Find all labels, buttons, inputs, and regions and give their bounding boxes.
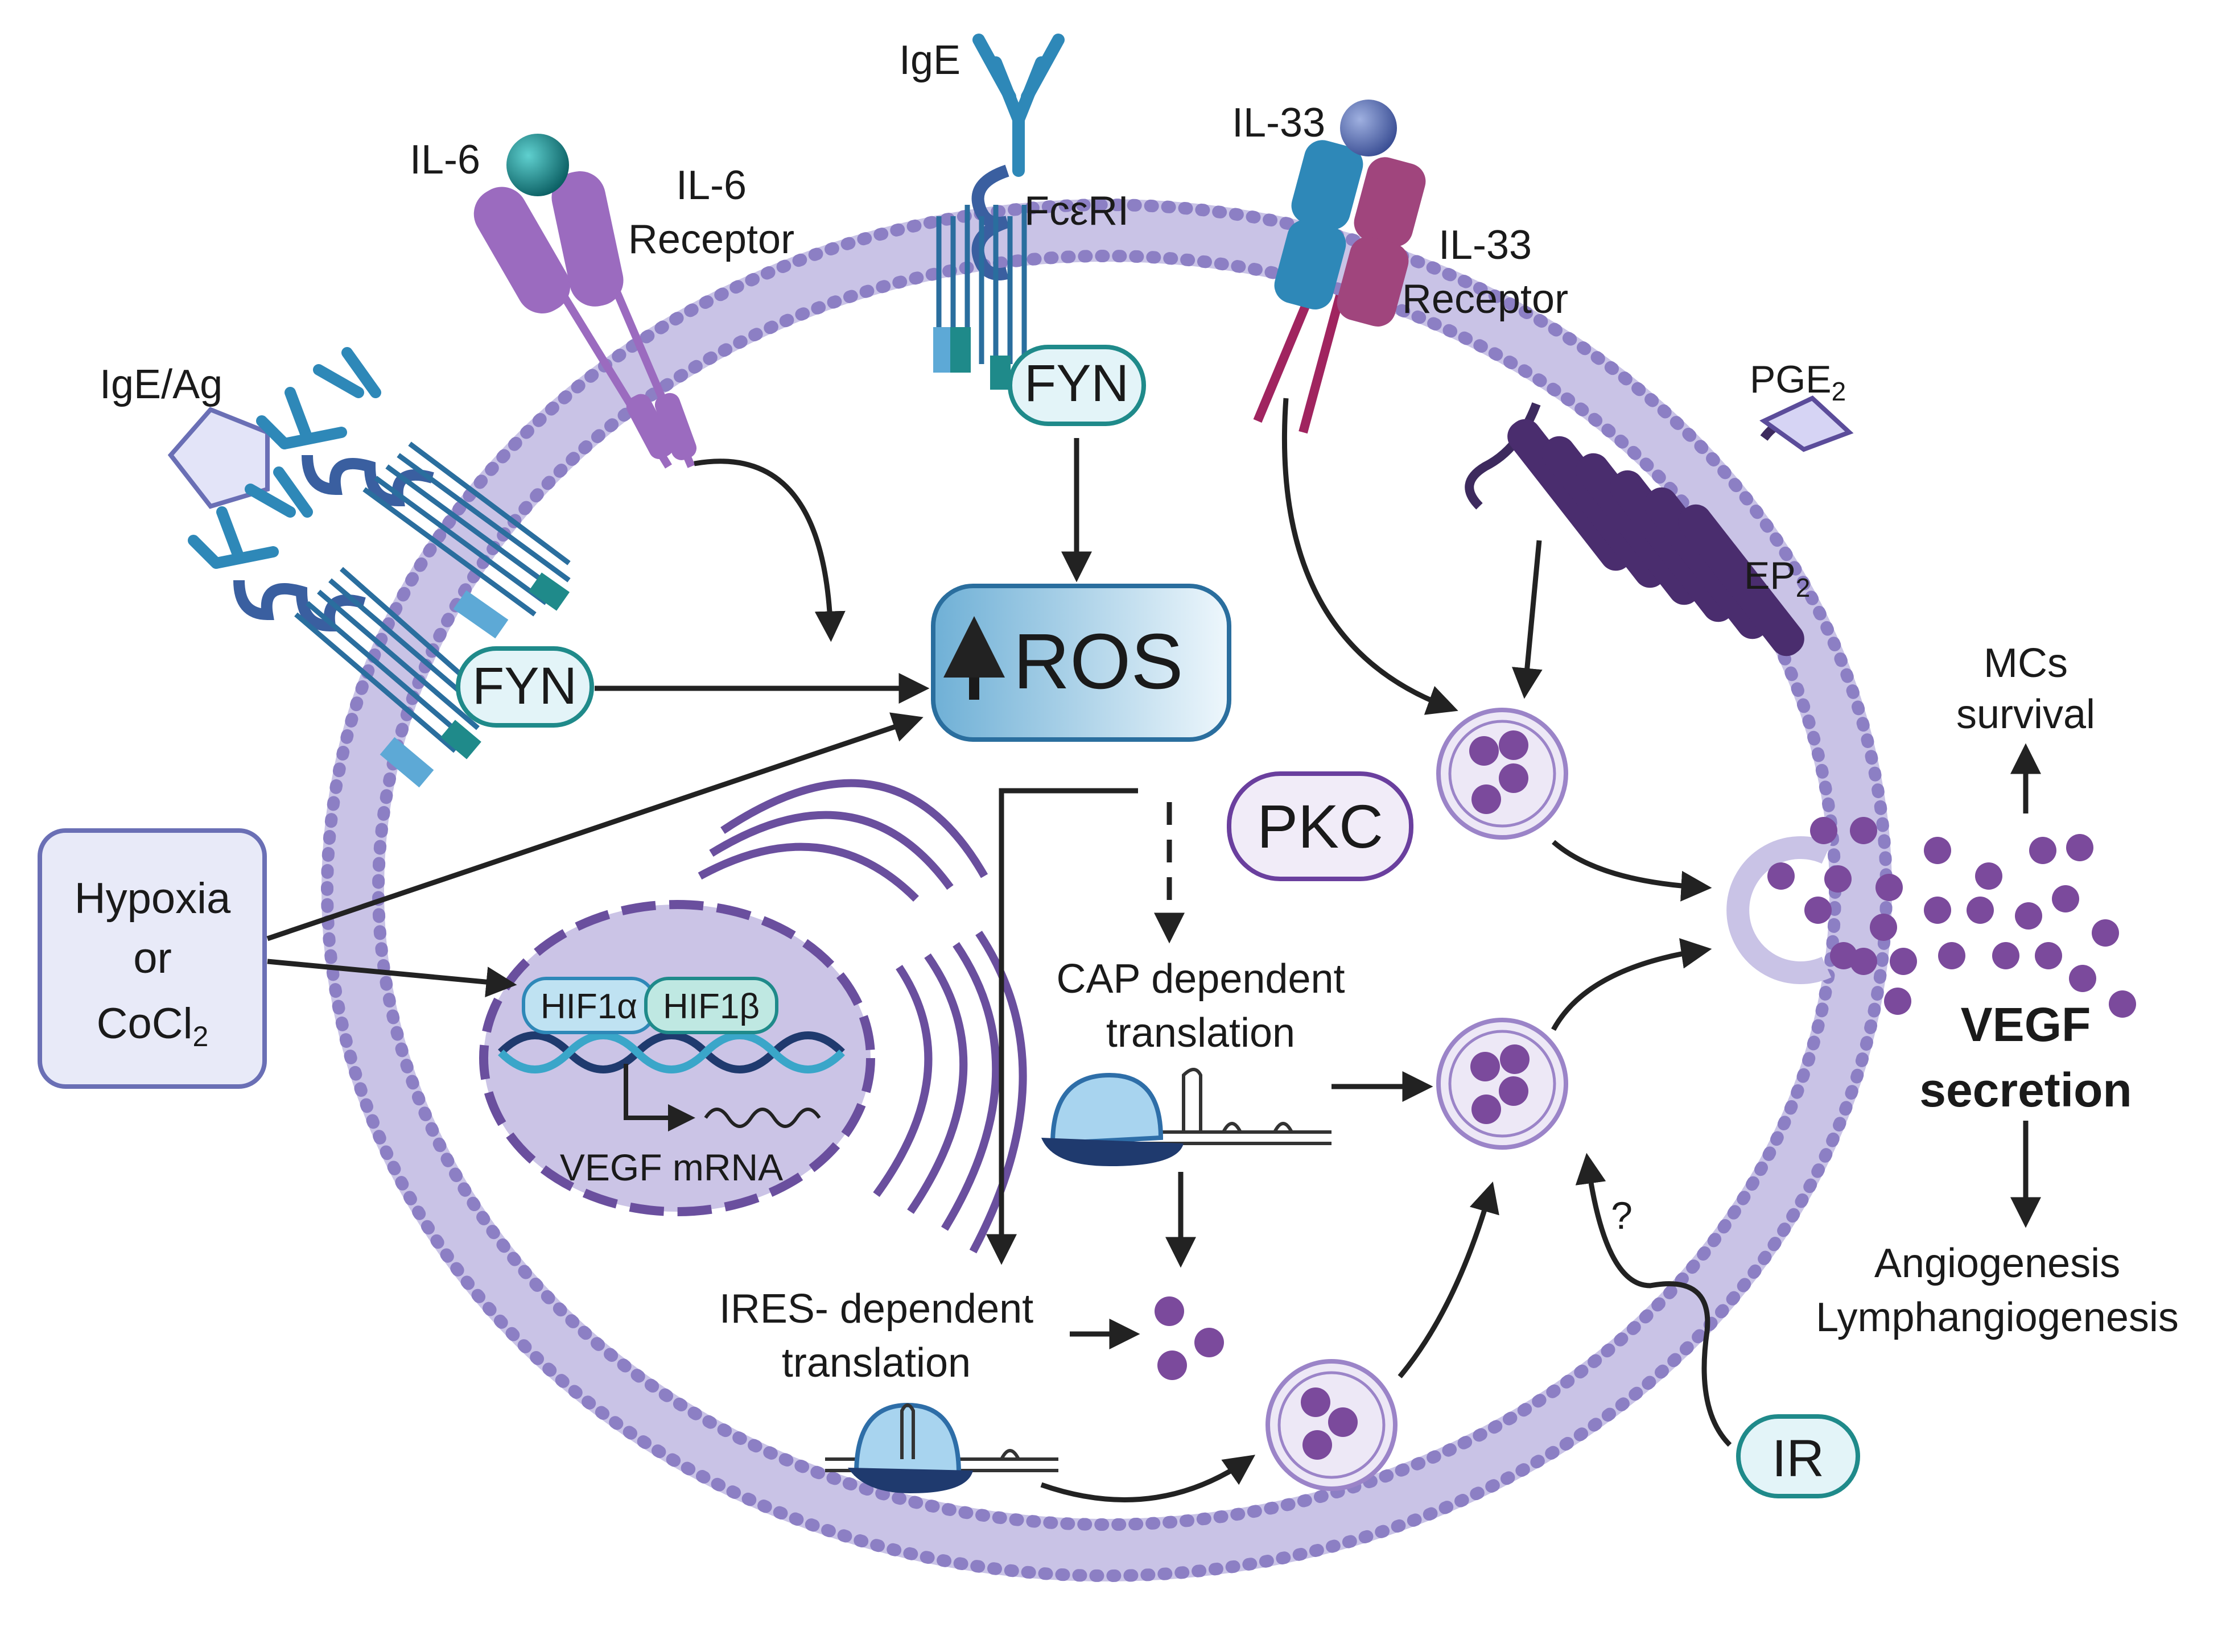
vegf-secretion-label-1: VEGF (1961, 998, 2091, 1051)
arrow-vesicle-top-to-secretion (1552, 840, 1712, 902)
pkc-node (1227, 771, 1413, 881)
fyn-top-node (1008, 345, 1146, 426)
vesicle-top (1436, 708, 1568, 840)
transcription-arrow-icon (624, 1064, 695, 1131)
il6-receptor-label-1: IL-6 (676, 163, 747, 208)
arrow-il6-to-ros (694, 459, 846, 642)
pge2-ligand (1759, 395, 1854, 452)
arrow-vesicle-bottom-up (1398, 1182, 1499, 1378)
arrow-hypoxia-to-ros (266, 712, 924, 941)
hif1b-node (644, 977, 778, 1034)
vesicle-middle (1436, 1018, 1568, 1150)
ir-label: IR (1772, 1430, 1824, 1488)
ige-top-label: IgE (899, 38, 961, 83)
pkc-label: PKC (1257, 792, 1383, 861)
free-vegf-granules (1155, 1296, 1224, 1380)
vesicle-bottom (1265, 1359, 1398, 1491)
ires-label-1: IRES- dependent (719, 1286, 1033, 1332)
endoplasmic-reticulum-icon (698, 779, 1027, 1254)
arrow-hypoxia-to-nucleus (267, 959, 517, 998)
arrow-vesicle-middle-to-secretion (1551, 938, 1712, 1031)
lymphangiogenesis-label: Lymphangiogenesis (1816, 1295, 2179, 1340)
question-label: ? (1611, 1194, 1633, 1237)
exocytosis-pore (1726, 836, 1832, 984)
ep2-label: EP2 (1744, 554, 1810, 602)
antigen-shape (167, 407, 270, 509)
arrow-ros-to-ires (986, 788, 1138, 1265)
ros-node (931, 584, 1231, 742)
hif1b-label: HIF1β (663, 987, 760, 1026)
ige-fceri-left-lower (188, 466, 491, 788)
il33-receptor-label-1: IL-33 (1438, 222, 1532, 268)
il6-label: IL-6 (410, 137, 480, 183)
ir-node (1736, 1414, 1860, 1498)
cap-label-1: CAP dependent (1056, 956, 1345, 1002)
dna-helix-icon (498, 1031, 845, 1073)
fyn-top-label: FYN (1024, 354, 1129, 412)
arrow-ep2-to-vesicle (1511, 540, 1543, 699)
ige-fceri-left-upper (256, 347, 571, 639)
pge2-label: PGE2 (1750, 358, 1846, 406)
ros-label: ROS (1013, 618, 1183, 705)
hypoxia-box (38, 828, 267, 1089)
angiogenesis-label: Angiogenesis (1874, 1241, 2120, 1286)
ige-fceri-top (933, 34, 1065, 390)
arrows (266, 398, 2041, 1502)
il6-ligand (506, 134, 569, 196)
vegf-secretion-label-2: secretion (1919, 1063, 2132, 1117)
arrow-ires-to-vesicle (1040, 1455, 1256, 1502)
ige-ag-label: IgE/Ag (100, 362, 222, 407)
arrow-il33-to-vesicle (1281, 398, 1458, 715)
hypoxia-label-3: CoCl2 (97, 1000, 209, 1052)
hypoxia-label-2: or (133, 934, 172, 982)
fceri-label: FcεRI (1024, 188, 1129, 234)
ep2-receptor (1465, 402, 1811, 656)
il6-receptor-label-2: Receptor (628, 217, 794, 262)
il6-receptor (473, 171, 697, 469)
mcs-label-2: survival (1956, 692, 2095, 737)
il33-receptor (1253, 140, 1426, 434)
hypoxia-label-1: Hypoxia (75, 874, 231, 923)
mrna-icon (704, 1108, 821, 1128)
vegf-mrna-label: VEGF mRNA (560, 1146, 783, 1188)
ribosome-ires-icon (825, 1402, 1058, 1493)
hif1a-label: HIF1α (541, 987, 637, 1026)
secreted-vegf-granules (1767, 817, 2136, 1018)
il33-receptor-label-2: Receptor (1402, 276, 1568, 322)
cap-label-2: translation (1106, 1010, 1295, 1056)
mcs-label-1: MCs (1984, 641, 2068, 686)
fyn-left-label: FYN (472, 657, 577, 715)
fyn-left-node (456, 646, 594, 728)
arrow-ir-to-vesicle (1575, 1153, 1732, 1447)
ribosome-cap-icon (1041, 1068, 1332, 1166)
ires-label-2: translation (782, 1340, 971, 1386)
il33-ligand (1340, 100, 1397, 156)
il33-label: IL-33 (1232, 100, 1325, 146)
